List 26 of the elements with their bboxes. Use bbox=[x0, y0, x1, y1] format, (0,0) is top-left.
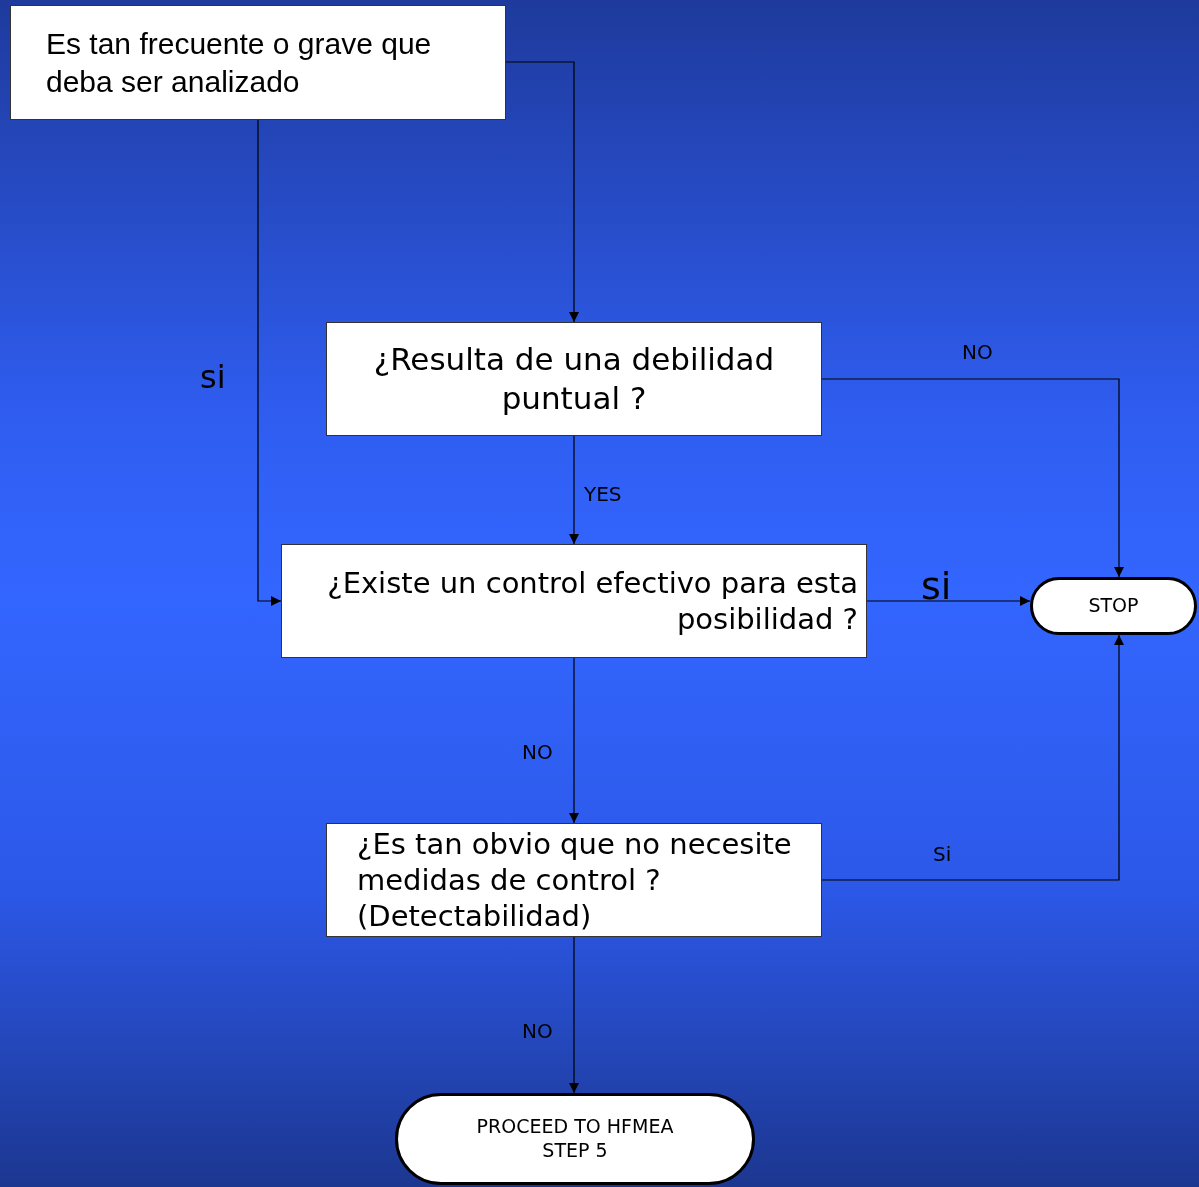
node-text: ¿Es tan obvio que no necesite medidas de control ? (Detectabilidad) bbox=[357, 825, 793, 935]
arrow bbox=[569, 936, 579, 1094]
arrow bbox=[821, 378, 1124, 578]
edge-label: NO bbox=[522, 1019, 553, 1043]
arrow bbox=[505, 61, 579, 323]
edge-label: NO bbox=[962, 340, 993, 364]
node-text: STOP bbox=[1088, 594, 1139, 618]
edge-label: si bbox=[921, 564, 952, 608]
node-text: Es tan frecuente o grave que deba ser analizado bbox=[46, 26, 433, 100]
node-text: PROCEED TO HFMEA STEP 5 bbox=[475, 1115, 675, 1163]
arrow bbox=[569, 657, 579, 824]
edge-label: Si bbox=[933, 842, 952, 866]
arrow bbox=[569, 435, 579, 545]
edge-label: NO bbox=[522, 740, 553, 764]
process-box bbox=[10, 5, 506, 120]
process-box bbox=[326, 322, 822, 436]
arrow bbox=[257, 119, 282, 606]
edge-label: YES bbox=[584, 482, 622, 506]
arrow bbox=[821, 634, 1124, 881]
terminal-shape bbox=[1030, 577, 1197, 635]
node-text: ¿Resulta de una debilidad puntual ? bbox=[372, 340, 776, 418]
node-text: ¿Existe un control efectivo para esta posibilidad ? bbox=[326, 564, 858, 638]
edge-label: si bbox=[200, 358, 226, 396]
process-box bbox=[326, 823, 822, 937]
arrow bbox=[866, 596, 1031, 606]
process-box bbox=[281, 544, 867, 658]
